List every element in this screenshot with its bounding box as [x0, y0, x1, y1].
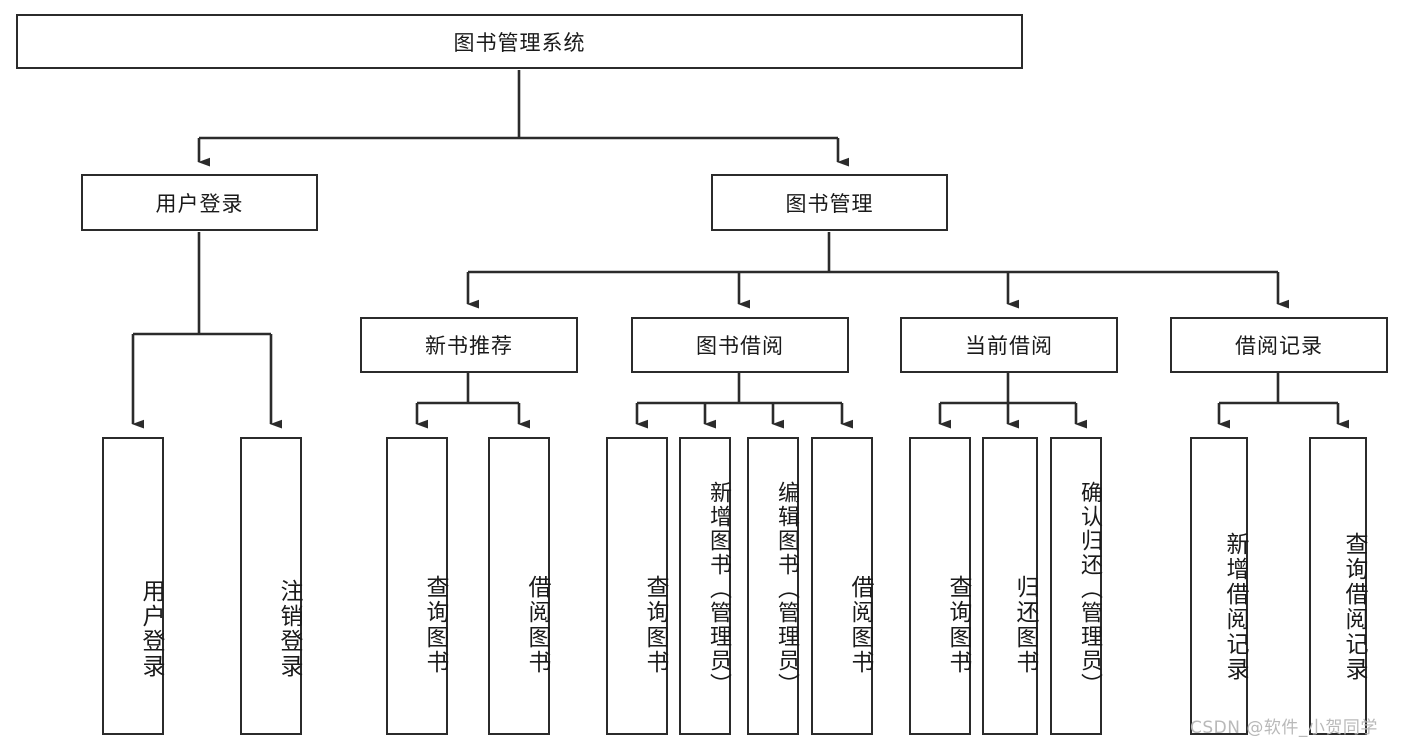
- node-book-manage-label: 图书管理: [785, 191, 874, 216]
- node-leaf-edit-book[interactable]: 编辑图书（管理员）: [747, 437, 799, 735]
- csdn-watermark: CSDN @软件_小贺同学: [1190, 718, 1378, 738]
- node-leaf-logout[interactable]: 注销登录: [240, 437, 302, 735]
- node-leaf-user-login-label: 用户登录: [138, 579, 164, 679]
- node-new-book-rec-label: 新书推荐: [425, 334, 513, 358]
- node-leaf-borrow-book-1[interactable]: 借阅图书: [488, 437, 550, 735]
- node-new-book-rec[interactable]: 新书推荐: [360, 317, 578, 373]
- node-leaf-query-book-3-label: 查询图书: [945, 575, 971, 675]
- node-user-login-label: 用户登录: [155, 191, 244, 216]
- node-leaf-borrow-book-2[interactable]: 借阅图书: [811, 437, 873, 735]
- node-leaf-query-book-3[interactable]: 查询图书: [909, 437, 971, 735]
- node-current-borrow-label: 当前借阅: [965, 334, 1053, 358]
- node-current-borrow[interactable]: 当前借阅: [900, 317, 1118, 373]
- node-leaf-borrow-book-2-label: 借阅图书: [847, 575, 873, 675]
- node-root-label: 图书管理系统: [453, 30, 586, 55]
- node-leaf-query-record[interactable]: 查询借阅记录: [1309, 437, 1367, 735]
- node-leaf-add-book[interactable]: 新增图书（管理员）: [679, 437, 731, 735]
- node-leaf-query-record-label: 查询借阅记录: [1341, 532, 1367, 682]
- node-leaf-return-book-label: 归还图书: [1012, 575, 1038, 675]
- node-leaf-query-book-1[interactable]: 查询图书: [386, 437, 448, 735]
- node-root[interactable]: 图书管理系统: [16, 14, 1023, 69]
- node-leaf-query-book-1-label: 查询图书: [422, 575, 448, 675]
- node-book-borrow-label: 图书借阅: [696, 334, 784, 358]
- node-leaf-add-record-label: 新增借阅记录: [1222, 532, 1248, 682]
- node-leaf-edit-book-label: 编辑图书（管理员）: [774, 481, 799, 697]
- node-leaf-borrow-book-1-label: 借阅图书: [524, 575, 550, 675]
- node-leaf-confirm-return[interactable]: 确认归还（管理员）: [1050, 437, 1102, 735]
- node-leaf-add-record[interactable]: 新增借阅记录: [1190, 437, 1248, 735]
- node-book-manage[interactable]: 图书管理: [711, 174, 948, 231]
- node-book-borrow[interactable]: 图书借阅: [631, 317, 849, 373]
- node-leaf-return-book[interactable]: 归还图书: [982, 437, 1038, 735]
- node-leaf-user-login[interactable]: 用户登录: [102, 437, 164, 735]
- node-borrow-record-label: 借阅记录: [1235, 334, 1323, 358]
- node-leaf-query-book-2-label: 查询图书: [642, 575, 668, 675]
- node-leaf-logout-label: 注销登录: [276, 579, 302, 679]
- node-leaf-add-book-label: 新增图书（管理员）: [706, 481, 731, 697]
- node-leaf-query-book-2[interactable]: 查询图书: [606, 437, 668, 735]
- node-leaf-confirm-return-label: 确认归还（管理员）: [1077, 481, 1102, 697]
- node-user-login[interactable]: 用户登录: [81, 174, 318, 231]
- node-borrow-record[interactable]: 借阅记录: [1170, 317, 1388, 373]
